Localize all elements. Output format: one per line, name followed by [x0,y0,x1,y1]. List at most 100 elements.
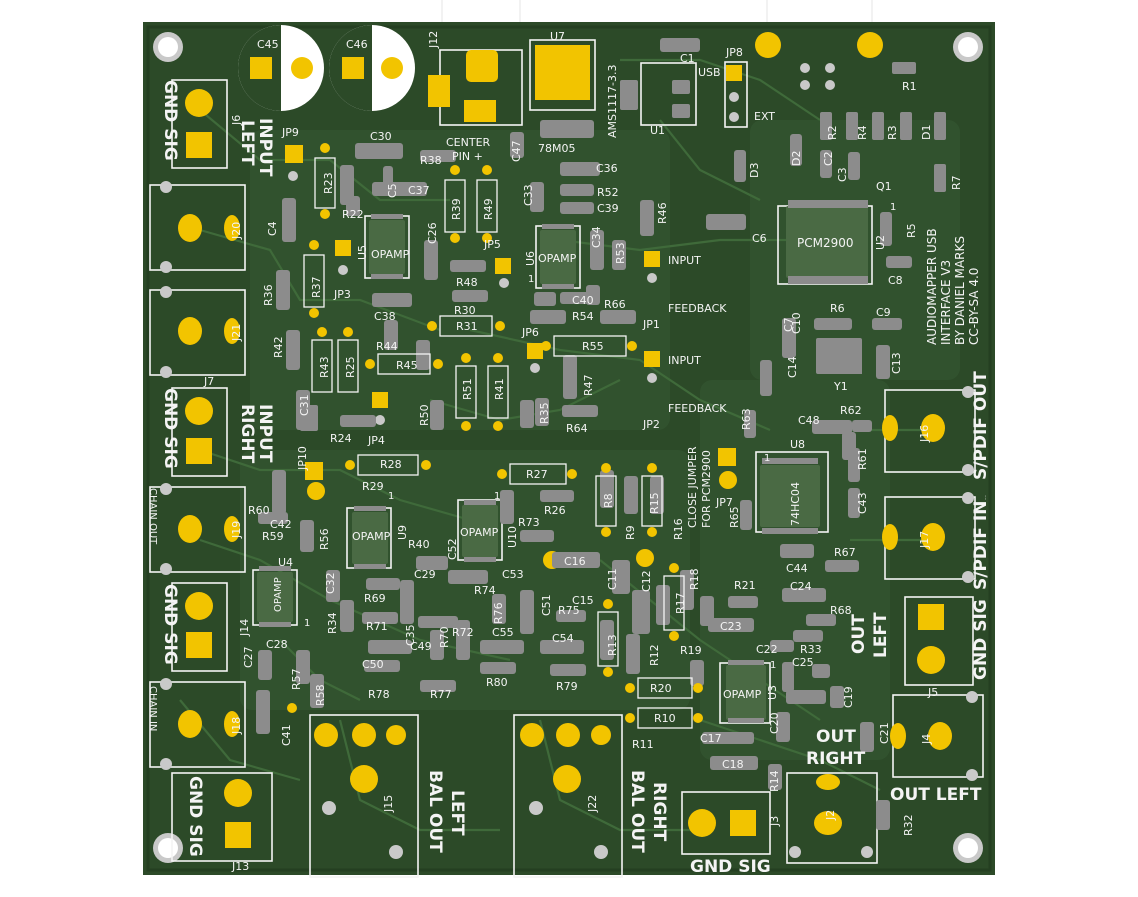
label-r7: R7 [950,175,963,190]
label-r74: R74 [474,584,496,597]
label-j17: J17 [918,531,931,549]
label-jp7: JP7 [715,496,733,509]
label-j7: J7 [203,375,214,388]
label-c46: C46 [346,38,368,51]
label-r63: R63 [740,408,753,430]
title-line-1: AUDIOMAPPER USB [925,228,939,345]
label-ext: EXT [754,110,775,123]
label-c1: C1 [680,52,695,65]
label-c39: C39 [597,202,619,215]
axial-pads [287,143,703,723]
label-spdif-out: S/PDIF OUT [971,371,991,480]
label-r70: R70 [438,626,451,648]
label-r79: R79 [556,680,578,693]
label-right-bal-a: RIGHT [649,782,669,842]
label-r36: R36 [262,284,275,306]
label-gnd-sig-spdif: GND SIG [985,495,987,500]
label-jp8: JP8 [725,46,743,59]
label-c15: C15 [572,594,594,607]
label-jp1: JP1 [642,318,660,331]
title-line-3: BY DANIEL MARKS [953,236,967,345]
label-r72: R72 [452,626,474,639]
label-r41: R41 [493,378,506,400]
label-one-f: 1 [528,274,534,285]
label-gnd-sig-right: GND SIG [971,599,991,680]
label-r10: R10 [654,712,676,725]
label-r69: R69 [364,592,386,605]
label-c6: C6 [752,232,767,245]
label-c7: C7 [782,317,795,332]
label-r42: R42 [272,336,285,358]
label-c51: C51 [540,594,553,616]
label-left-bal-a: LEFT [447,790,467,836]
label-c43: C43 [856,492,869,514]
silkscreen-bold-text: GND SIG INPUT LEFT GND SIG INPUT RIGHT G… [160,80,991,877]
label-c53: C53 [502,568,524,581]
label-r14: R14 [768,770,781,792]
label-r67: R67 [834,546,856,559]
label-input-left-a: INPUT [255,118,275,177]
label-c21: C21 [878,722,891,744]
pads-gold [178,32,952,848]
label-c50: C50 [362,658,384,671]
label-jp2: JP2 [642,418,660,431]
label-j5: J5 [927,686,938,699]
crystal-y1 [818,340,862,374]
label-c38: C38 [374,310,396,323]
label-j4: J4 [920,734,933,745]
label-r66: R66 [604,298,626,311]
label-one-g: 1 [304,618,310,629]
label-r13: R13 [606,634,619,656]
label-c17: C17 [700,732,722,745]
label-c29: C29 [414,568,436,581]
label-c16: C16 [564,555,586,568]
label-pcm2900: PCM2900 [797,236,854,250]
label-c55: C55 [492,626,514,639]
label-r53: R53 [614,242,627,264]
label-r16: R16 [672,518,685,540]
label-c41: C41 [280,724,293,746]
label-c28: C28 [266,638,288,651]
label-u8: U8 [790,438,805,451]
label-u10: U10 [506,526,519,548]
label-r4: R4 [856,125,869,140]
terminal-blocks [149,39,984,878]
label-j2: J2 [824,810,837,821]
through-holes [160,63,978,859]
label-j12: J12 [427,31,440,49]
label-c24: C24 [790,580,812,593]
label-r29: R29 [362,480,384,493]
label-r28: R28 [380,458,402,471]
label-u3: U3 [766,685,779,700]
label-jp10: JP10 [296,446,309,471]
label-input-left-b: LEFT [237,120,257,166]
label-out-left-bottom: OUT LEFT [890,785,982,805]
label-one-d: 1 [388,491,394,502]
label-74hc04: 74HC04 [789,482,802,526]
label-j6: J6 [230,115,243,126]
label-j22: J22 [586,795,599,813]
label-r34: R34 [326,612,339,634]
label-r49: R49 [482,198,495,220]
label-c19: C19 [842,686,855,708]
label-r18: R18 [688,568,701,590]
label-r76: R76 [492,602,505,624]
label-r5: R5 [905,223,918,238]
label-out-left-side-b: LEFT [871,612,891,658]
label-r61: R61 [856,448,869,470]
label-u4: U4 [278,556,293,569]
ic-pins [259,200,868,723]
label-r64: R64 [566,422,588,435]
label-one-b: 1 [764,453,770,464]
label-gnd-sig-2: GND SIG [160,388,180,469]
label-u5: U5 [356,245,369,260]
label-r78: R78 [368,688,390,701]
label-r52: R52 [597,186,619,199]
label-r27: R27 [526,468,548,481]
label-r19: R19 [680,644,702,657]
label-c47: C47 [510,140,523,162]
label-c25: C25 [792,656,814,669]
label-r55: R55 [582,340,604,353]
silkscreen-chain: CHAIN OUT CHAIN IN [147,488,158,731]
label-jp4: JP4 [367,434,385,447]
